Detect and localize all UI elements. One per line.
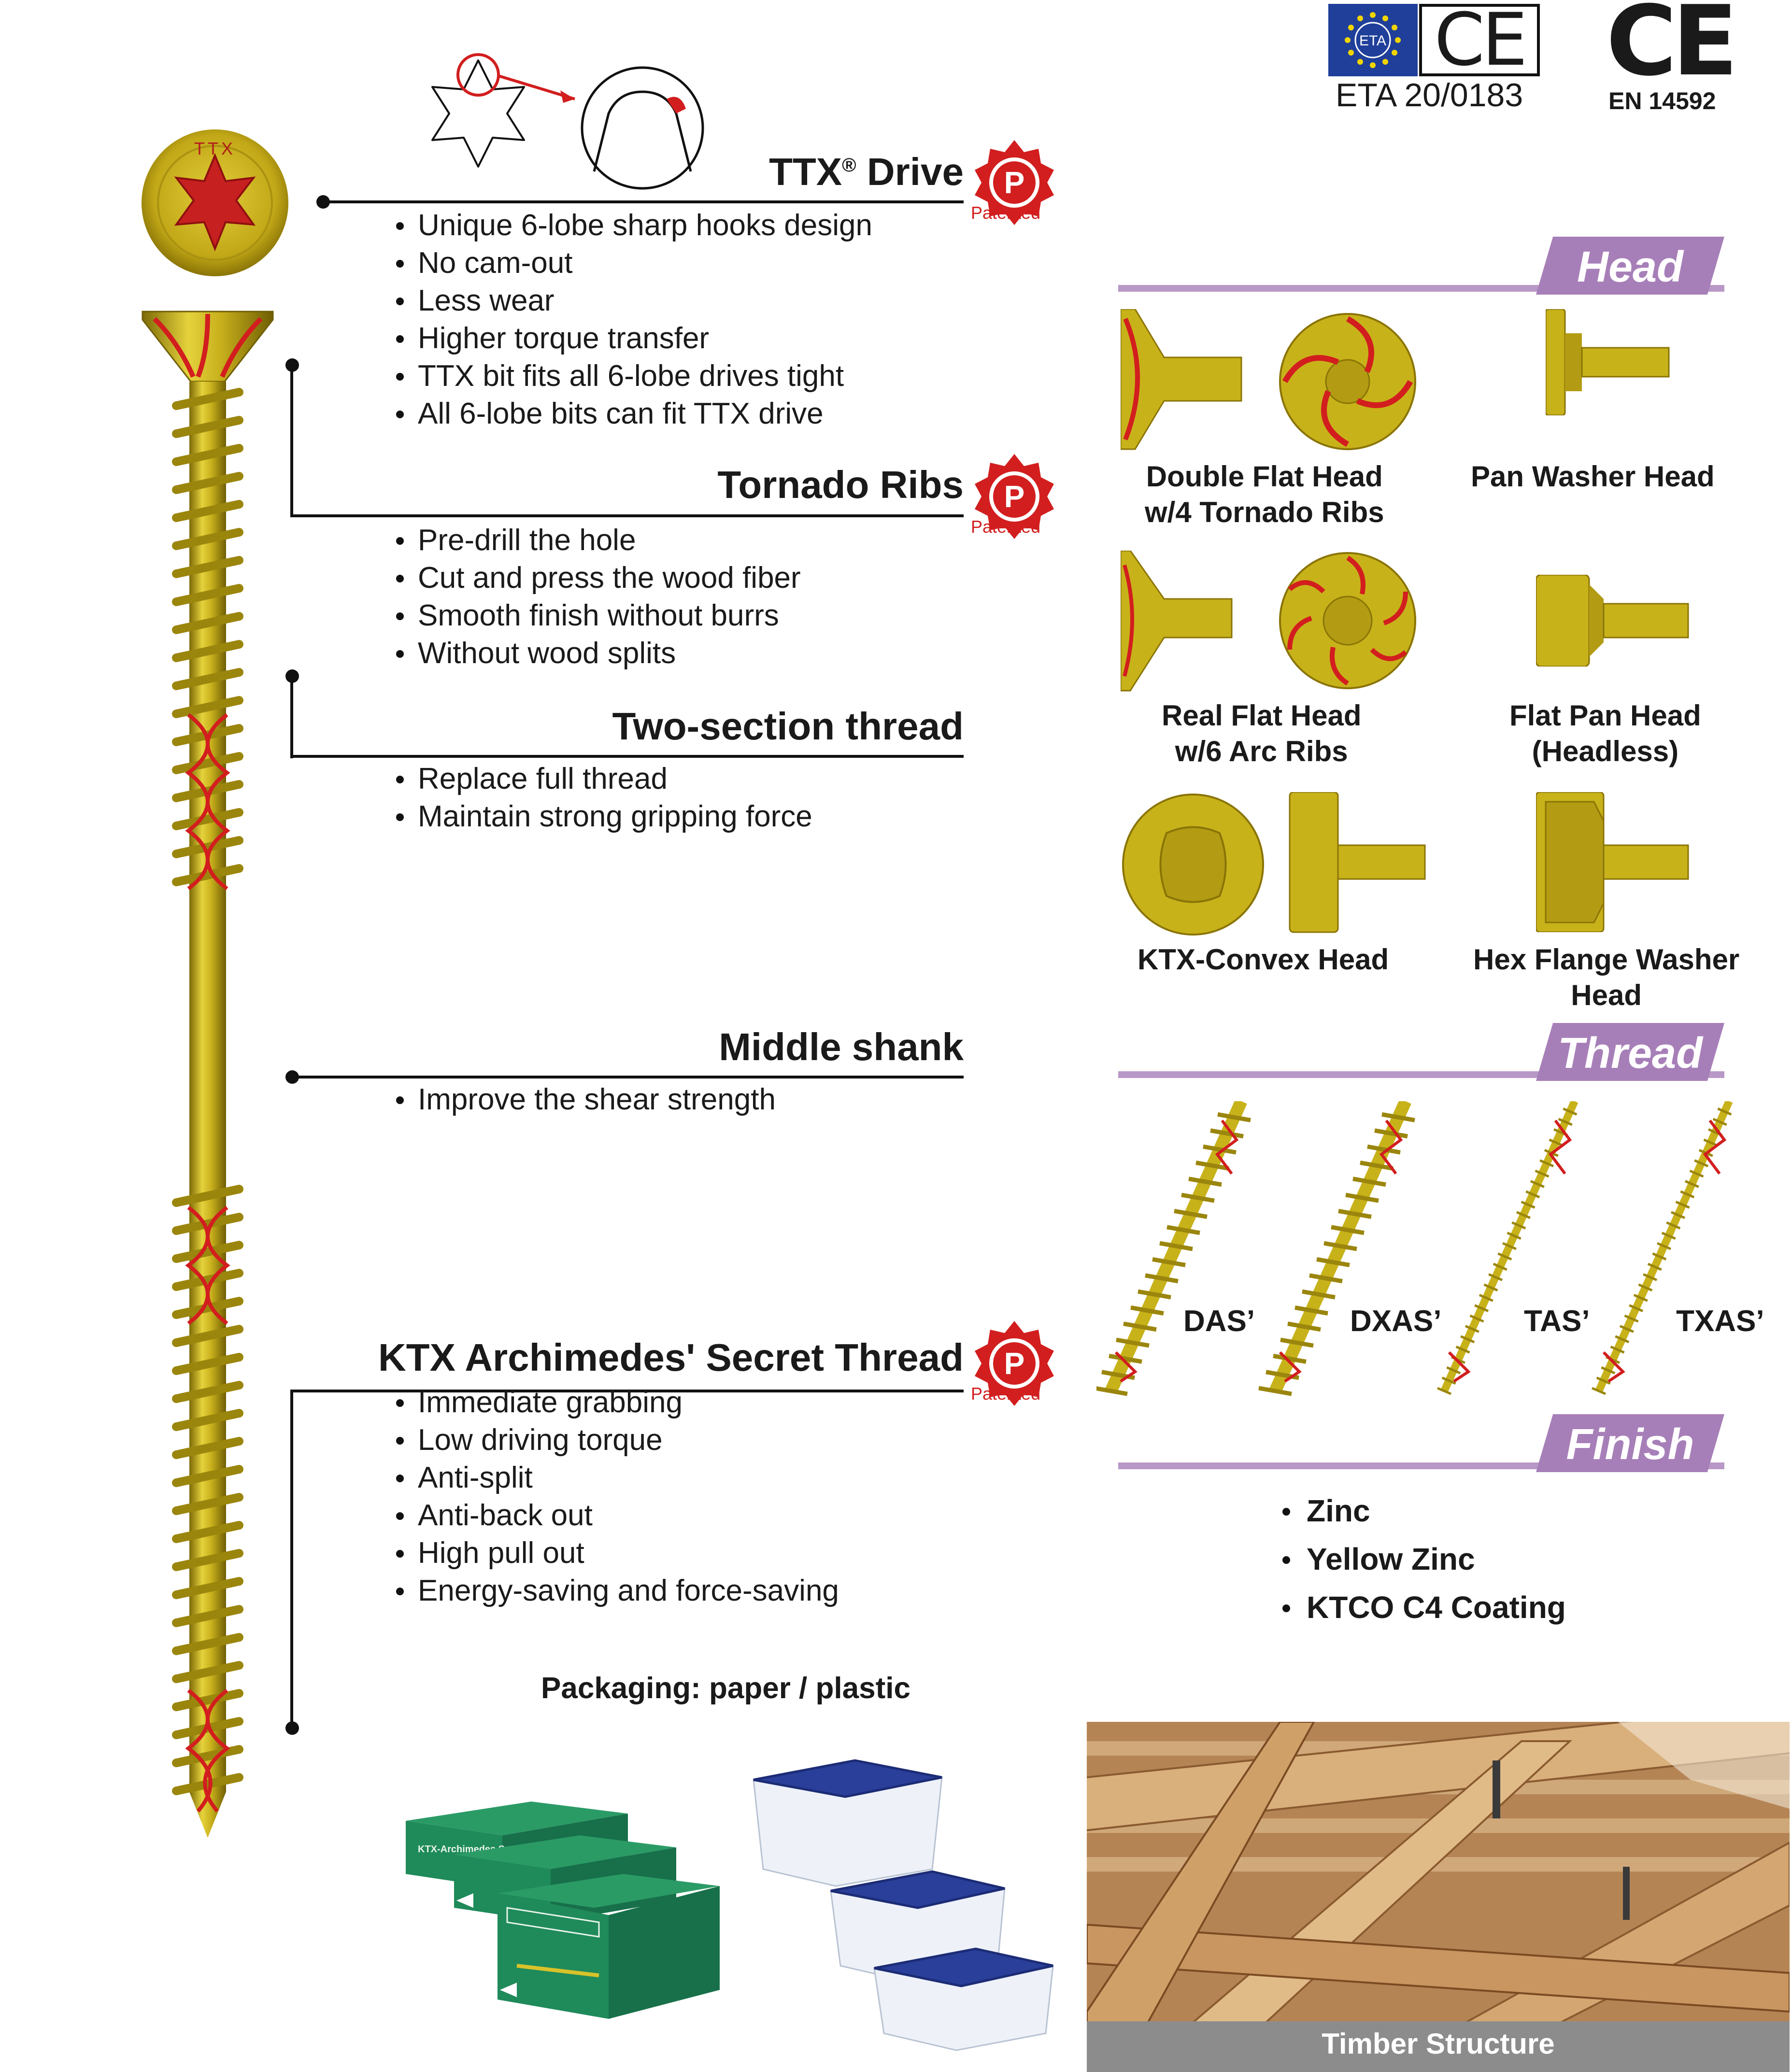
- patent-letter: P: [1004, 1346, 1025, 1381]
- thread-section-tab: Thread: [1536, 1023, 1724, 1081]
- en-number: EN 14592: [1608, 87, 1716, 114]
- finish-section-tab: Finish: [1536, 1414, 1724, 1472]
- feature-title-archimedes-thread: KTX Archimedes' Secret Thread: [378, 1336, 964, 1379]
- patent-letter: P: [1004, 165, 1025, 200]
- list-item: Yellow Zinc: [1282, 1535, 1566, 1583]
- head-type-label: KTX-Convex Head: [1138, 943, 1389, 976]
- list-item: Immediate grabbing: [396, 1384, 839, 1421]
- connector-vline-3: [290, 1391, 293, 1729]
- patent-letter: P: [1004, 479, 1025, 514]
- list-item: Cut and press the wood fiber: [396, 559, 801, 597]
- head-type-label: Flat Pan Head(Headless): [1509, 699, 1701, 767]
- list-item: All 6-lobe bits can fit TTX drive: [396, 395, 872, 433]
- packaging-label: Packaging: paper / plastic: [541, 1672, 910, 1705]
- head-brand-text: TTX: [194, 139, 236, 158]
- patent-label: Patented: [971, 1384, 1041, 1404]
- patent-seal-icon: P: [975, 140, 1054, 225]
- list-item: Maintain strong gripping force: [396, 798, 812, 836]
- list-item: Energy-saving and force-saving: [396, 1572, 839, 1610]
- list-item: Low driving torque: [396, 1421, 839, 1459]
- pan-washer-head-image: [1546, 309, 1670, 415]
- eta-certificate: ETA CE ETA 20/0183: [1328, 4, 1541, 114]
- list-item: Pre-drill the hole: [396, 522, 801, 559]
- feature-underline: [290, 755, 964, 758]
- list-item: Without wood splits: [396, 635, 801, 672]
- list-item: High pull out: [396, 1534, 839, 1572]
- list-item: Smooth finish without burrs: [396, 597, 801, 635]
- patent-label: Patented: [971, 203, 1041, 223]
- head-section-tab: Head: [1536, 237, 1724, 295]
- feature-title-two-section-thread: Two-section thread: [612, 705, 964, 748]
- list-item: Zinc: [1282, 1487, 1566, 1535]
- six-lobe-drive-icon: [174, 153, 256, 252]
- connector-vline-1: [290, 367, 293, 517]
- double-flat-head-image: [1121, 309, 1416, 450]
- list-item: Replace full thread: [396, 760, 812, 798]
- head-section-title: Head: [1577, 243, 1684, 291]
- list-item: Anti-split: [396, 1459, 839, 1497]
- thread-types-image: [1096, 1101, 1733, 1396]
- list-item: Less wear: [396, 282, 872, 320]
- feature-underline: [323, 200, 964, 203]
- en-certificate: CE EN 14592: [1604, 0, 1738, 121]
- ttx-title-suffix: Drive: [867, 150, 964, 193]
- ce-mark-icon: CE: [1606, 0, 1738, 98]
- connector-dot: [285, 358, 299, 372]
- feature-bullets-ttx-drive: Unique 6-lobe sharp hooks design No cam-…: [396, 207, 872, 433]
- list-item: No cam-out: [396, 244, 872, 282]
- list-item: Higher torque transfer: [396, 320, 872, 357]
- feature-title-tornado-ribs: Tornado Ribs: [717, 463, 964, 506]
- patent-seal-icon: P: [975, 454, 1054, 539]
- feature-bullets-tornado-ribs: Pre-drill the hole Cut and press the woo…: [396, 522, 801, 672]
- thread-type-label: DXAS’: [1350, 1305, 1442, 1338]
- thread-type-label: TXAS’: [1676, 1305, 1764, 1338]
- connector-vline-2: [290, 676, 293, 758]
- feature-underline: [292, 1076, 964, 1079]
- paper-box-stack-image: KTX-Archimedes Secret Structural Screw: [406, 1802, 720, 2019]
- screw-head-top-view: TTX: [142, 129, 288, 276]
- list-item: Improve the shear strength: [396, 1081, 776, 1119]
- feature-bullets-archimedes-thread: Immediate grabbing Low driving torque An…: [396, 1384, 839, 1610]
- list-item: Unique 6-lobe sharp hooks design: [396, 207, 872, 244]
- feature-underline: [290, 1390, 964, 1392]
- registered-mark: ®: [842, 155, 856, 176]
- real-flat-head-image: [1121, 551, 1416, 692]
- hex-flange-washer-head-image: [1536, 792, 1689, 932]
- finish-list: Zinc Yellow Zinc KTCO C4 Coating: [1282, 1487, 1566, 1632]
- finish-section-title: Finish: [1566, 1420, 1694, 1469]
- feature-title-middle-shank: Middle shank: [719, 1025, 964, 1068]
- head-type-label: Pan Washer Head: [1471, 460, 1715, 493]
- photo-caption: Timber Structure: [1322, 2028, 1555, 2060]
- feature-bullets-two-section-thread: Replace full thread Maintain strong grip…: [396, 760, 812, 836]
- connector-dot: [285, 1721, 299, 1735]
- screw-side-view: [142, 311, 274, 1838]
- feature-title-ttx-drive: TTX® Drive: [769, 150, 964, 194]
- connector-dot: [285, 669, 299, 683]
- feature-underline: [290, 514, 964, 517]
- eta-stars-icon: ETA: [1328, 4, 1418, 76]
- ce-mark-icon: CE: [1419, 4, 1540, 76]
- feature-bullets-middle-shank: Improve the shear strength: [396, 1081, 776, 1119]
- eta-ce-text: CE: [1434, 0, 1528, 82]
- list-item: TTX bit fits all 6-lobe drives tight: [396, 357, 872, 395]
- thread-type-label: TAS’: [1524, 1305, 1590, 1338]
- thread-section-title: Thread: [1557, 1029, 1703, 1078]
- eta-badge-text: ETA: [1359, 33, 1386, 49]
- patent-seal-icon: P: [975, 1321, 1054, 1406]
- eta-number: ETA 20/0183: [1336, 77, 1523, 114]
- thread-type-label: DAS’: [1183, 1305, 1255, 1338]
- list-item: Anti-back out: [396, 1497, 839, 1534]
- timber-structure-photo: Timber Structure: [1087, 1722, 1790, 2072]
- patent-label: Patented: [971, 517, 1041, 537]
- list-item: KTCO C4 Coating: [1282, 1583, 1566, 1632]
- plastic-container-stack-image: [753, 1759, 1054, 2051]
- ttx-title-text: TTX: [769, 150, 842, 193]
- flat-pan-head-image: [1536, 575, 1689, 667]
- ttx-drive-detail-icon: [431, 53, 704, 190]
- ktx-convex-head-image: [1122, 792, 1426, 936]
